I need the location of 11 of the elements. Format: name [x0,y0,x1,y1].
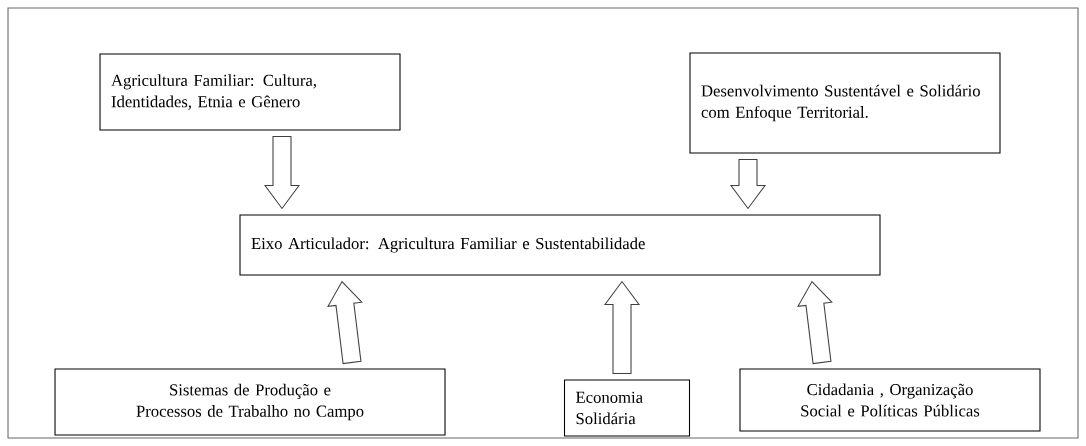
block-arrow [603,280,641,374]
text-box: Agricultura Familiar: Cultura, Identidades, Etnia e Gênero [99,53,401,131]
block-arrow [729,159,767,210]
block-arrow [797,280,833,365]
text-box: Economia Solidária [563,379,691,437]
text-box: Eixo Articulador: Agricultura Familiar e Sustentabilidade [239,214,881,276]
block-arrow [263,136,301,210]
text-box: Sistemas de Produção e Processos de Trabalho no Campo [54,368,446,436]
block-arrow [327,280,363,365]
text-box: Desenvolvimento Sustentável e Solidário com Enfoque Territorial. [689,52,1001,154]
text-box: Cidadania , Organização Social e Políticas Públicas [739,368,1041,432]
